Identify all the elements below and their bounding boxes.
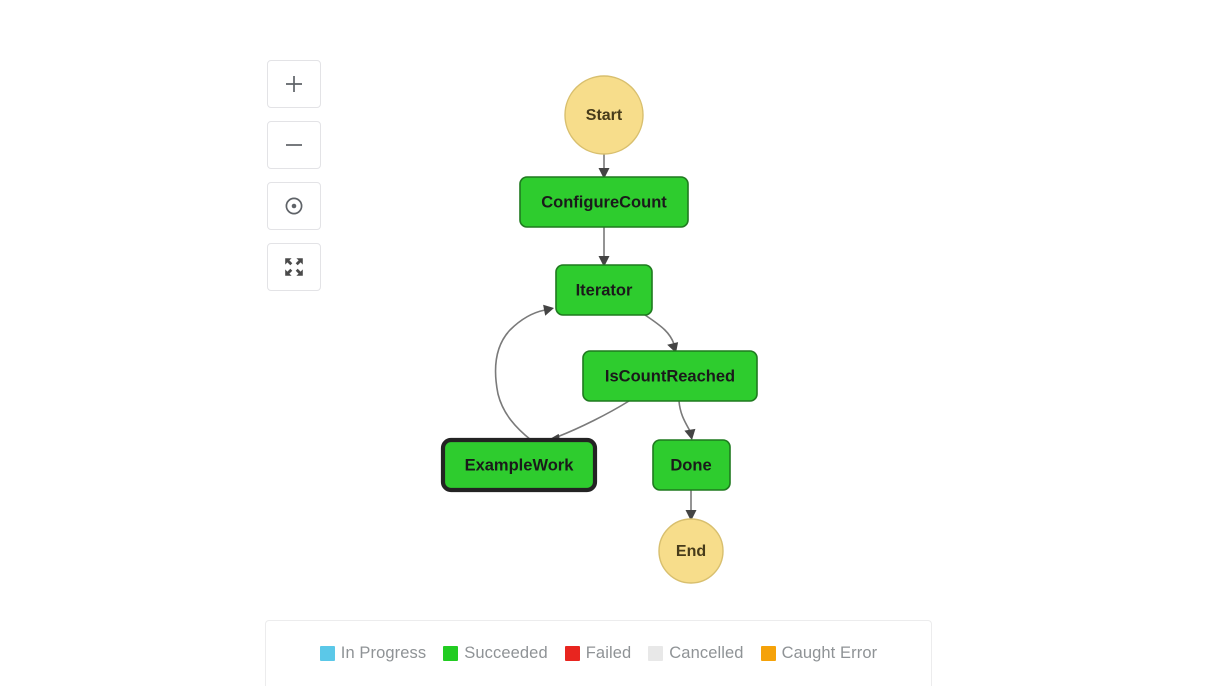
zoom-in-button[interactable] [267, 60, 321, 108]
zoom-out-button[interactable] [267, 121, 321, 169]
zoom-controls [267, 60, 321, 291]
legend-item-failed: Failed [564, 644, 632, 663]
edge-done-to-end [685, 490, 697, 521]
legend-item-succeeded: Succeeded [443, 644, 548, 663]
legend-item-cancelled: Cancelled [648, 644, 743, 663]
graph-node-done[interactable]: Done [652, 439, 731, 491]
edge-configurecount-to-iterator [598, 227, 610, 267]
legend-swatch-cancelled [648, 646, 664, 661]
legend-label-cancelled: Cancelled [669, 644, 744, 662]
graph-node-end[interactable]: End [658, 518, 724, 584]
expand-arrows-icon [283, 256, 305, 278]
status-legend-panel: In Progress Succeeded Failed Cancelled C… [265, 620, 932, 686]
legend-item-caught-error: Caught Error [760, 644, 878, 663]
target-icon [283, 195, 305, 217]
edge-start-to-configurecount [598, 154, 610, 179]
graph-node-configurecount[interactable]: ConfigureCount [519, 176, 689, 228]
legend-label-succeeded: Succeeded [464, 644, 548, 662]
graph-node-iterator[interactable]: Iterator [555, 264, 653, 316]
edge-iscountreached-to-done [678, 400, 696, 440]
graph-edges [494, 154, 697, 521]
legend-label-in-progress: In Progress [340, 644, 427, 662]
legend-swatch-in-progress [319, 646, 335, 661]
legend-swatch-failed [564, 646, 580, 661]
edge-examplework-to-iterator [494, 304, 554, 441]
plus-icon [283, 73, 305, 95]
graph-node-iscountreached[interactable]: IsCountReached [582, 350, 758, 402]
legend-label-caught-error: Caught Error [781, 644, 878, 662]
center-graph-button[interactable] [267, 182, 321, 230]
edge-iterator-to-iscountreached [644, 314, 679, 353]
graph-node-start[interactable]: Start [564, 75, 644, 155]
legend-item-in-progress: In Progress [319, 644, 427, 663]
legend-swatch-caught-error [760, 646, 776, 661]
fit-to-screen-button[interactable] [267, 243, 321, 291]
graph-node-examplework[interactable]: ExampleWork [440, 437, 598, 493]
status-legend-items: In Progress Succeeded Failed Cancelled C… [319, 644, 878, 663]
graph-nodes[interactable]: Start ConfigureCount Iterator IsCountRea… [440, 75, 758, 584]
legend-swatch-succeeded [443, 646, 459, 661]
legend-label-failed: Failed [585, 644, 632, 662]
minus-icon [283, 134, 305, 156]
